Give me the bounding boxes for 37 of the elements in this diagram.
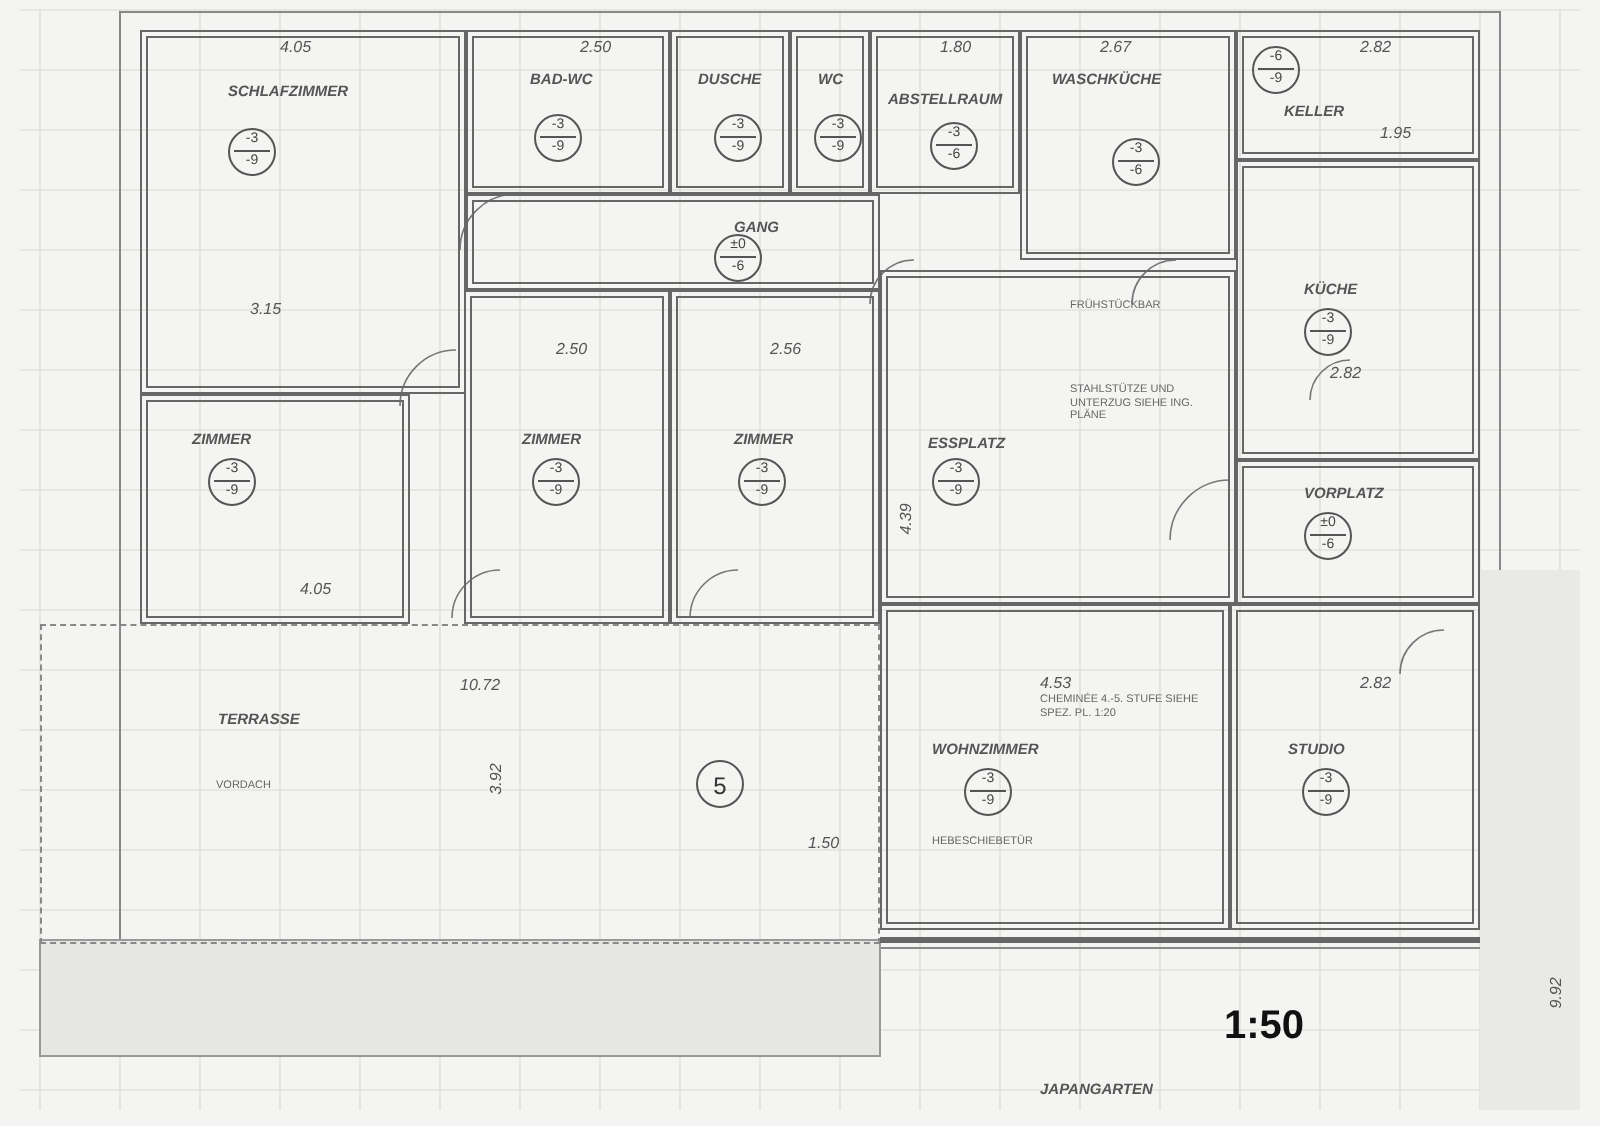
- dimension-label: 1.80: [940, 38, 972, 56]
- dimension-label: 2.50: [580, 38, 612, 56]
- drawing-number: 5: [696, 760, 744, 808]
- dimension-label: 2.67: [1100, 38, 1132, 56]
- room-outline: [140, 30, 466, 394]
- room-outline: [880, 604, 1230, 930]
- room-outline: [870, 30, 1020, 194]
- dimension-label: 4.05: [300, 580, 332, 598]
- room-outline: [1230, 604, 1480, 930]
- room-outline: [670, 30, 790, 194]
- dimension-label: 2.50: [556, 340, 588, 358]
- room-outline: [140, 394, 410, 624]
- dimension-label: 4.05: [280, 38, 312, 56]
- dimension-label: 9.92: [1546, 977, 1565, 1009]
- room-outline: [1236, 160, 1480, 460]
- room-outline: [466, 194, 880, 290]
- dimension-label: 1.95: [1380, 124, 1412, 142]
- room-outline: [466, 30, 670, 194]
- room-outline: [790, 30, 870, 194]
- room-outline: [1236, 460, 1480, 604]
- dimension-label: 2.82: [1360, 38, 1392, 56]
- room-outline: [1236, 30, 1480, 160]
- terrace-area: [40, 624, 880, 944]
- room-outline: [880, 270, 1236, 604]
- dimension-label: 2.56: [770, 340, 802, 358]
- dimension-label: 3.15: [250, 300, 282, 318]
- scale-label: 1:50: [1224, 1004, 1305, 1050]
- dimension-label: 4.39: [896, 503, 915, 535]
- dimension-label: 10.72: [460, 676, 501, 694]
- room-outline: [464, 290, 670, 624]
- room-outline: [670, 290, 880, 624]
- room-outline: [1020, 30, 1236, 260]
- dimension-label: 2.82: [1360, 674, 1392, 692]
- dimension-label: 1.50: [808, 834, 840, 852]
- dimension-label: 2.82: [1330, 364, 1362, 382]
- dimension-label: 3.92: [486, 763, 505, 795]
- dimension-label: 4.53: [1040, 674, 1072, 692]
